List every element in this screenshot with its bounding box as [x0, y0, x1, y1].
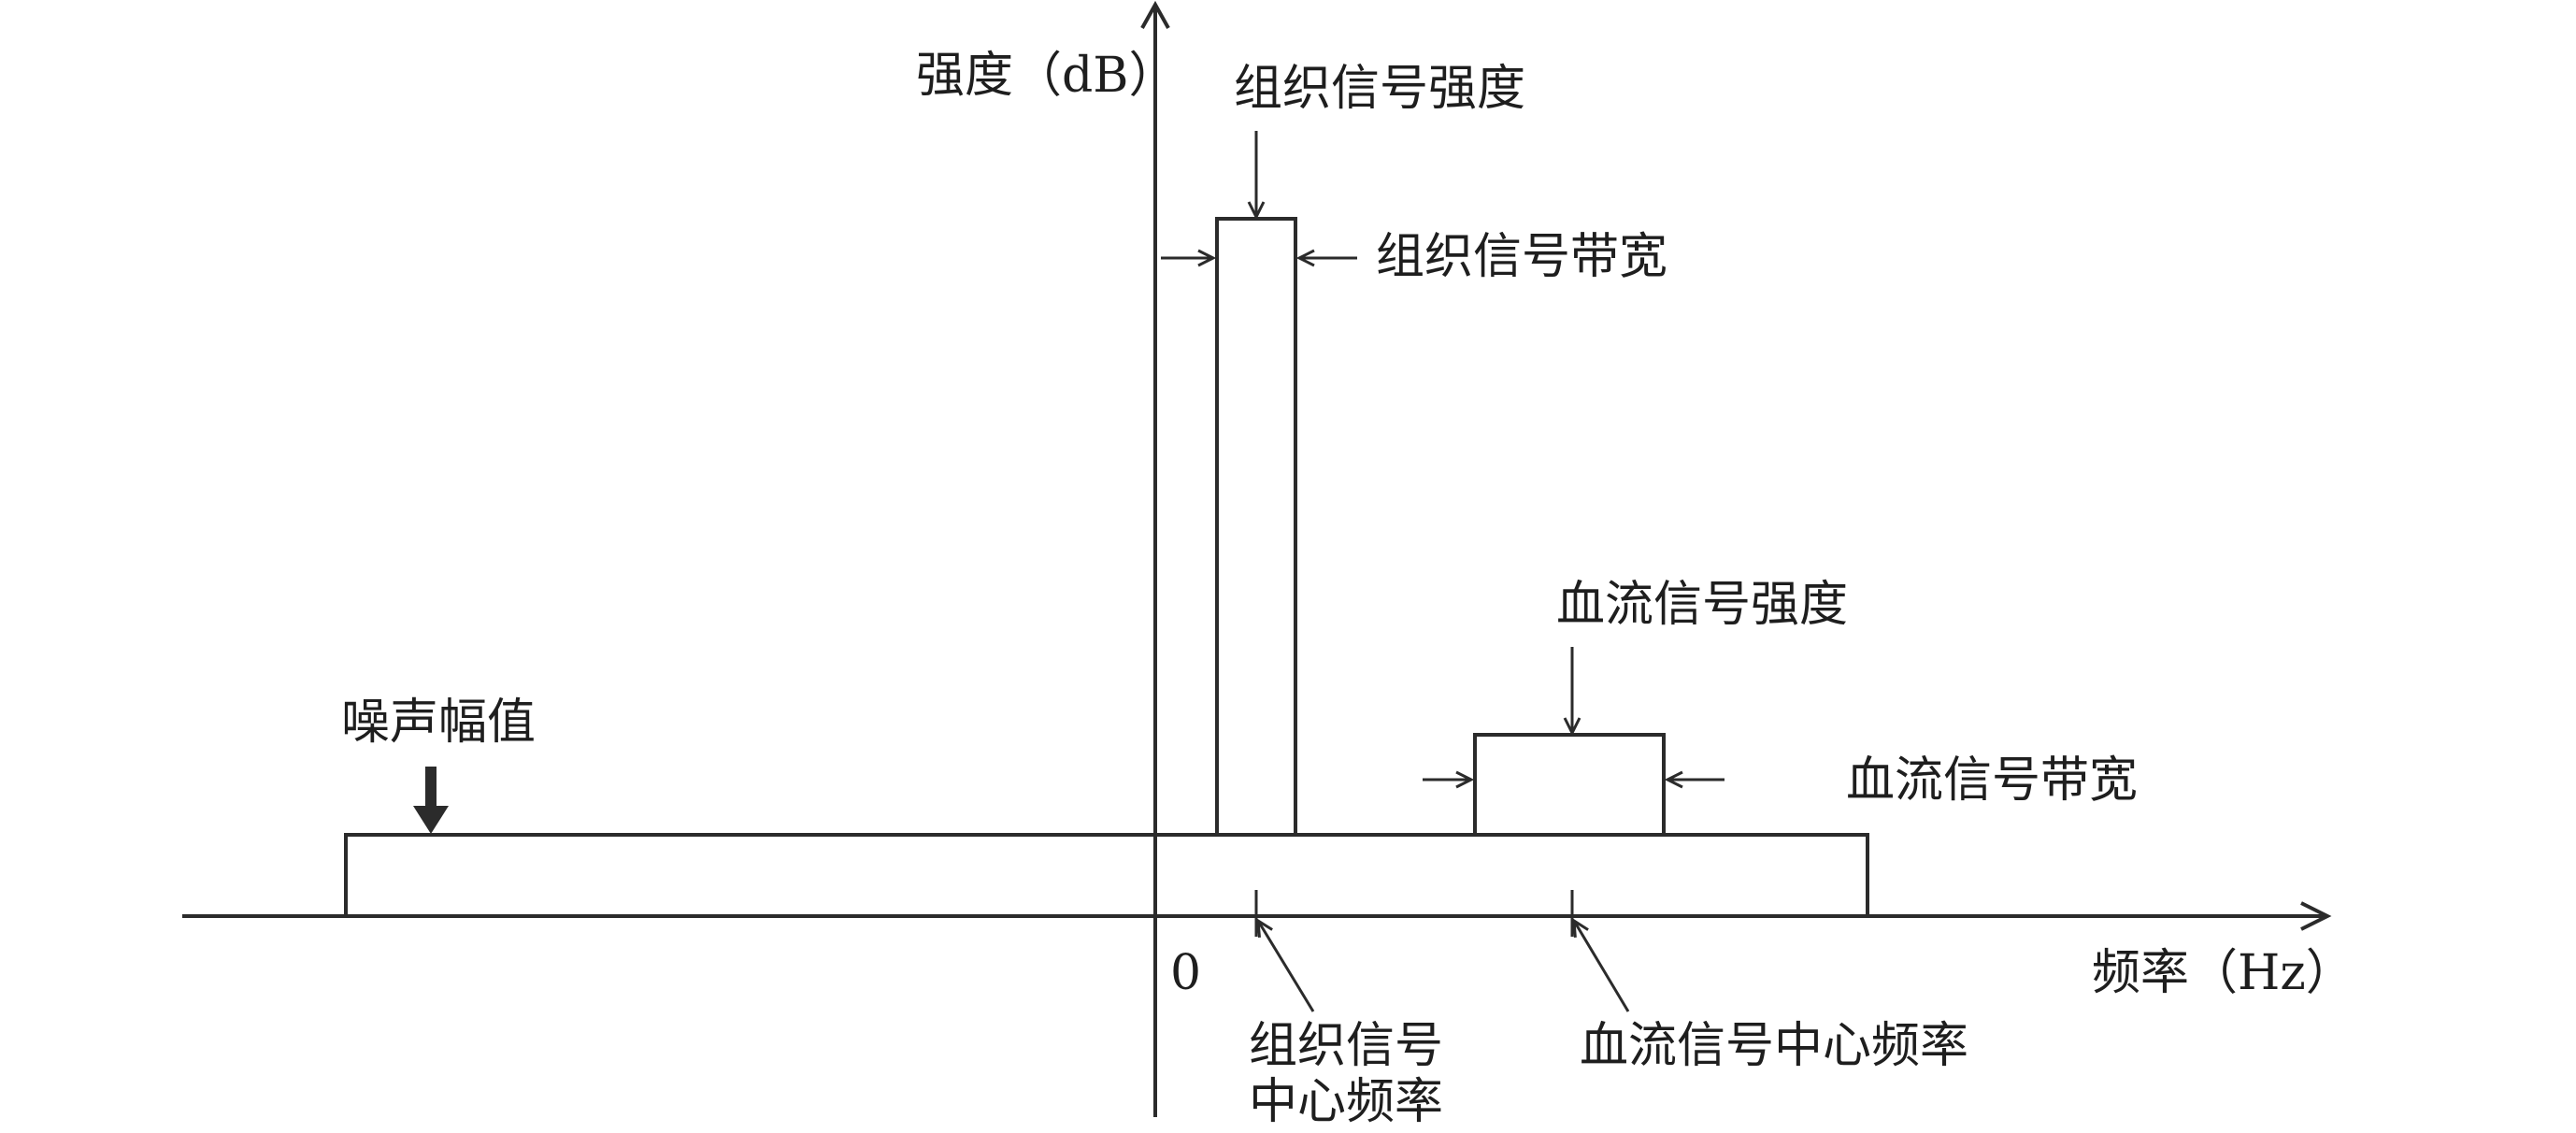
- blood-center-arrow: [1574, 921, 1630, 1012]
- tissue-signal-rect: [1215, 217, 1297, 837]
- noise-arrow-shaft: [425, 767, 436, 808]
- blood-intensity-label: 血流信号强度: [1556, 577, 1848, 633]
- blood-center-label: 血流信号中心频率: [1580, 1018, 1968, 1074]
- blood-bandwidth-label: 血流信号带宽: [1846, 753, 2138, 809]
- noise-band-rect: [344, 833, 1869, 918]
- tissue-center-label-line1: 组织信号: [1249, 1018, 1443, 1074]
- y-axis-label: 强度（dB）: [916, 48, 1178, 104]
- tissue-center-arrow: [1258, 921, 1315, 1012]
- y-axis-arrowhead: [1140, 0, 1170, 29]
- origin-label: 0: [1170, 945, 1201, 1001]
- noise-arrow-head: [413, 806, 449, 834]
- tissue-center-label-line2: 中心频率: [1249, 1074, 1443, 1130]
- tissue-intensity-label: 组织信号强度: [1234, 61, 1525, 117]
- noise-amplitude-label: 噪声幅值: [341, 695, 536, 751]
- tissue-bandwidth-label: 组织信号带宽: [1376, 229, 1667, 285]
- blood-signal-rect: [1473, 733, 1666, 837]
- x-axis-label: 频率（Hz）: [2092, 945, 2354, 1001]
- x-axis-arrowhead: [2300, 901, 2332, 931]
